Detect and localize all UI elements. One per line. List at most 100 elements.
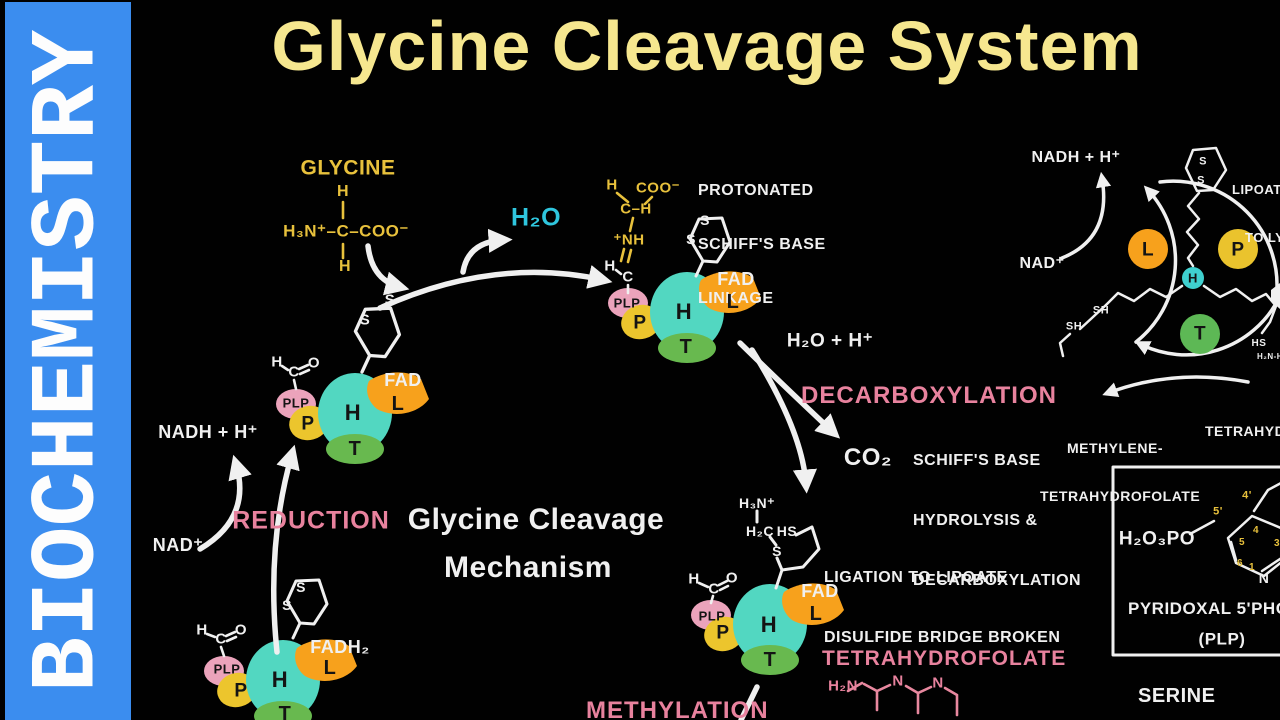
l-unit: L	[323, 657, 337, 679]
ring-pos-6: 6	[1236, 558, 1244, 569]
ring-s: S	[1197, 174, 1205, 187]
ring-s: S	[1199, 155, 1207, 168]
p-unit: P	[234, 680, 248, 702]
aldehyde-o: O	[725, 569, 739, 587]
serine-label: SERINE	[1138, 685, 1216, 707]
nadh-label: NADH + H⁺	[158, 422, 258, 442]
glycine-h-bottom: H	[338, 258, 352, 275]
yellow-bonds	[341, 191, 654, 264]
h-unit: H	[271, 667, 289, 692]
t-unit: T	[348, 438, 362, 460]
nadh-label: NADH + H⁺	[1031, 149, 1121, 166]
tetrahydrofolate-right-label: TETRAHYDROFOLATE	[1205, 423, 1280, 439]
l-unit: L	[809, 603, 823, 625]
s-label: S	[772, 543, 782, 559]
ring-s: S	[282, 597, 292, 613]
plp-unit: PLP	[698, 608, 726, 624]
channel-banner: BIOCHEMISTRY	[5, 2, 131, 720]
aldehyde-c: C	[708, 580, 720, 598]
h-unit: H	[760, 612, 778, 637]
plp-unit: PLP	[213, 661, 241, 677]
mechanism-title-line1: Glycine Cleavage	[407, 503, 665, 536]
ligation-note: LIGATION TO LIPOATE DISULFIDE BRIDGE BRO…	[824, 569, 1061, 646]
thf-n: N	[892, 672, 904, 690]
schiff-hc-h: H	[604, 257, 616, 275]
ring-pos-5p: 5'	[1213, 505, 1223, 518]
pyridoxal-name: PYRIDOXAL 5'PHOSPHATE	[1128, 599, 1280, 618]
aldehyde-o: O	[307, 354, 321, 372]
thf-structure	[846, 681, 959, 717]
aldehyde-c: C	[288, 363, 300, 381]
ring-n: N	[1258, 570, 1270, 586]
decarboxylation-label: DECARBOXYLATION	[801, 382, 1057, 409]
l-unit: L	[1141, 239, 1155, 261]
h2c-label: H₂C	[746, 523, 774, 539]
glycine-backbone: H₃N⁺–C–COO⁻	[283, 221, 409, 241]
p-unit: P	[301, 413, 315, 435]
ring-s: S	[359, 311, 371, 329]
disulfide-ring-bottom	[285, 578, 329, 640]
schiff-coo: COO⁻	[635, 179, 681, 197]
protonated-note: PROTONATED SCHIFF'S BASE LINKAGE	[698, 182, 826, 307]
nad-label: NAD⁺	[152, 535, 204, 555]
t-unit: T	[763, 649, 777, 671]
sh-label: SH	[1065, 320, 1083, 333]
thf-n: N	[932, 674, 944, 692]
sh-label: SH	[1092, 304, 1110, 317]
p-unit: P	[633, 312, 647, 334]
methylene-thf-label: METHYLENE- TETRAHYDROFOLATE	[1040, 440, 1201, 504]
hs-label: HS	[1251, 338, 1267, 349]
fad-label: FAD	[717, 269, 755, 289]
glycine-label: GLYCINE	[300, 156, 396, 180]
phosphate-label: H₂O₃PO	[1118, 528, 1196, 550]
t-unit: T	[679, 336, 693, 358]
glycine-h-top: H	[336, 183, 350, 200]
schiff-nh: ⁺NH	[613, 231, 645, 249]
aldehyde-h: H	[688, 570, 700, 588]
ring-pos-4: 4	[1252, 525, 1260, 536]
nad-label: NAD⁺	[1019, 255, 1065, 272]
broken-lipoate-bonds	[755, 509, 821, 590]
aldehyde-h: H	[271, 353, 283, 371]
plp-unit: PLP	[282, 395, 310, 411]
h2n-lysine-label: H₂N-H₂	[1257, 352, 1280, 361]
thf-h2n: H₂N	[828, 677, 858, 695]
ring-s: S	[384, 291, 396, 309]
page-title: Glycine Cleavage System	[271, 7, 1143, 85]
plp-box-shapes	[1111, 465, 1280, 657]
covalent-note: COVALENTLY INTERACTING	[318, 688, 440, 720]
lipoate-ring	[1184, 146, 1228, 193]
ring-pos-5: 5	[1238, 537, 1246, 548]
t-unit: T	[1193, 323, 1207, 345]
aldehyde-c: C	[215, 630, 227, 648]
fadh2-label: FADH₂	[310, 637, 370, 657]
t-unit: T	[278, 703, 292, 720]
ring-pos-3: 3	[1273, 538, 1280, 549]
white-bonds	[205, 268, 730, 658]
h-unit: H	[675, 299, 693, 324]
plp-abbrev: (PLP)	[1198, 629, 1246, 649]
schiff-h: H	[606, 176, 618, 194]
schiff-ch: C–H	[620, 200, 652, 218]
mechanism-title-line2: Mechanism	[444, 551, 612, 584]
p-unit: P	[716, 622, 730, 644]
h-unit: H	[344, 400, 362, 425]
aldehyde-h: H	[196, 621, 208, 639]
ring-s: S	[296, 579, 306, 595]
ring-s: S	[686, 231, 696, 247]
co2-label: CO₂	[843, 444, 893, 471]
aldehyde-o: O	[234, 621, 248, 639]
channel-banner-text: BIOCHEMISTRY	[15, 29, 121, 693]
ring-pos-4p: 4'	[1242, 489, 1252, 502]
h-unit: H	[1188, 270, 1198, 286]
ring-s: S	[700, 212, 710, 228]
fad-label: FAD	[801, 581, 839, 601]
fad-label: FAD	[384, 370, 422, 390]
water-proton-label: H₂O + H⁺	[786, 330, 874, 352]
h3n-label: H₃N⁺	[738, 495, 776, 511]
schiff-hydrolysis-note: SCHIFF'S BASE HYDROLYSIS & DECARBOXYLATI…	[913, 452, 1082, 589]
ring-pos-1: 1	[1248, 562, 1256, 573]
l-unit: L	[726, 291, 740, 313]
